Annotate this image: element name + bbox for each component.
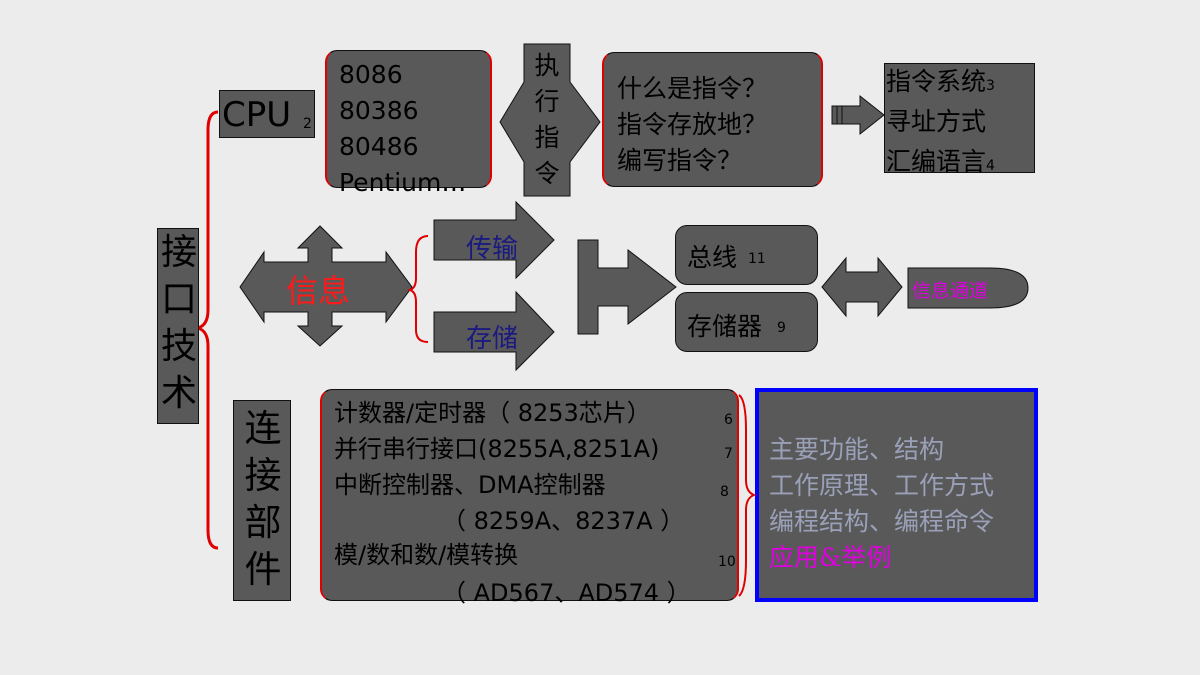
component-num: 6 (724, 412, 733, 428)
storage-label: 存储 (466, 324, 519, 354)
info-label: 信息 (286, 272, 351, 310)
info-cross-arrow (239, 225, 413, 347)
components-node: 连接部件 (233, 400, 291, 601)
question-item: 指令存放地？ (617, 110, 768, 139)
memory-box: 存储器 9 (675, 292, 818, 352)
component-item: 并行串行接口(8255A,8251A) (334, 435, 660, 463)
root-brace (192, 110, 219, 550)
cpu-num: 2 (303, 116, 312, 132)
transfer-arrow (433, 200, 555, 280)
component-item: 模/数和数/模转换 (334, 541, 519, 569)
channel-shape (907, 267, 1029, 309)
root-label: 接口技术 (160, 232, 197, 414)
components-box: 计数器/定时器（ 8253芯片） 6 并行串行接口(8255A,8251A) 7… (320, 389, 739, 607)
cpu-model: 80386 (339, 96, 419, 125)
memory-num: 9 (777, 320, 786, 336)
question-item: 编写指令？ (617, 146, 743, 175)
component-num: 10 (718, 554, 736, 570)
bus-label: 总线 (687, 243, 738, 272)
cpu-label: CPU (222, 95, 292, 135)
merge-arrow (577, 239, 677, 335)
aspect-item: 应用&举例 (769, 543, 892, 572)
cpu-model: Pentium… (339, 168, 467, 197)
component-item: （ 8259A、8237A ） (442, 507, 685, 535)
question-list: 什么是指令？ 指令存放地？ 编写指令？ (617, 71, 767, 179)
components-label: 连接部件 (244, 407, 282, 591)
component-item: 计数器/定时器（ 8253芯片） (334, 399, 651, 427)
aspect-item: 主要功能、结构 (769, 435, 945, 464)
topic-item: 寻址方式 (886, 107, 987, 136)
question-item: 什么是指令？ (617, 74, 768, 103)
topic-item: 汇编语言4 (886, 147, 995, 176)
component-num: 7 (724, 446, 733, 462)
cpu-model-list: 8086 80386 80486 Pentium… (339, 57, 466, 201)
storage-arrow (433, 290, 555, 372)
aspect-item: 工作原理、工作方式 (769, 471, 995, 500)
aspects-box: 主要功能、结构 工作原理、工作方式 编程结构、编程命令 应用&举例 (755, 388, 1038, 602)
component-item: 中断控制器、DMA控制器 (334, 471, 606, 499)
channel-label: 信息通道 (912, 280, 989, 302)
aspect-item: 编程结构、编程命令 (769, 507, 995, 536)
topics-box: 指令系统3 寻址方式 汇编语言4 (884, 63, 1035, 176)
channel-double-arrow (821, 256, 903, 318)
info-brace (406, 235, 429, 343)
cpu-node: CPU 2 (219, 90, 315, 138)
questions-box: 什么是指令？ 指令存放地？ 编写指令？ (602, 52, 823, 187)
execute-double-arrow (499, 43, 601, 197)
cpu-models-box: 8086 80386 80486 Pentium… (325, 50, 492, 197)
root-node: 接口技术 (157, 228, 199, 424)
cpu-model: 8086 (339, 60, 403, 89)
topic-item: 指令系统3 (886, 67, 995, 96)
memory-label: 存储器 (687, 312, 763, 341)
component-num: 8 (720, 484, 729, 500)
bus-num: 11 (748, 251, 766, 267)
topics-arrow (831, 94, 885, 136)
cpu-model: 80486 (339, 132, 419, 161)
bus-box: 总线 11 (675, 225, 818, 285)
component-item: （ AD567、AD574 ） (442, 579, 691, 607)
transfer-label: 传输 (466, 234, 519, 264)
topic-list: 指令系统3 寻址方式 汇编语言4 (886, 64, 995, 184)
execute-label: 执行指令 (534, 51, 560, 188)
